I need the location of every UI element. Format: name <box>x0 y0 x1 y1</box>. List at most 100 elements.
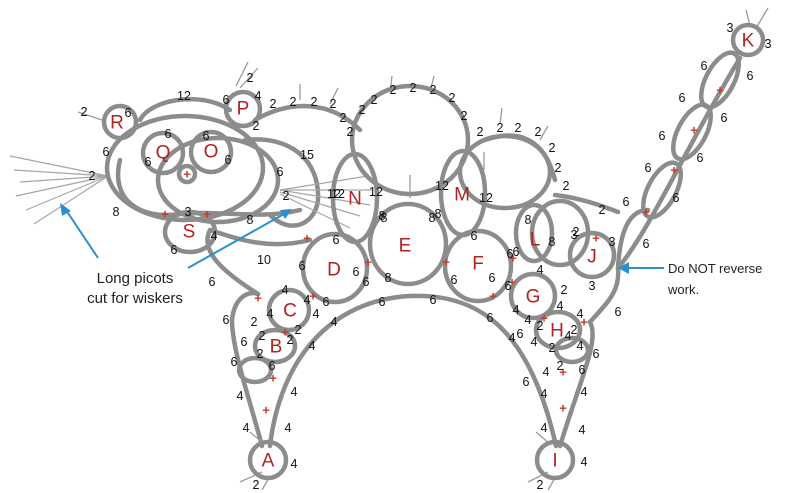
stitch-count: 6 <box>701 59 708 73</box>
ring-label-N: N <box>348 189 362 210</box>
stitch-count: 2 <box>259 329 266 343</box>
ring-label-M: M <box>454 185 470 206</box>
whisker <box>13 169 109 177</box>
ring-K <box>730 22 766 58</box>
ring-B <box>252 327 298 365</box>
stitch-count: 4 <box>541 421 548 435</box>
stitch-count: 6 <box>623 195 630 209</box>
join-mark: + <box>592 231 600 246</box>
ring-label-A: A <box>262 451 275 472</box>
ring-D <box>300 231 370 305</box>
ring-S <box>162 209 218 255</box>
stitch-count: 2 <box>515 121 522 135</box>
tail-chain-outer <box>615 55 743 271</box>
stitch-count: 6 <box>269 359 276 373</box>
join-mark: + <box>203 207 211 222</box>
whisker <box>15 175 109 197</box>
stitch-count: 4 <box>581 455 588 469</box>
back-ring <box>349 83 471 197</box>
join-mark: + <box>559 401 567 416</box>
stitch-count: 6 <box>209 275 216 289</box>
ring-label-E: E <box>399 236 412 257</box>
ring-G <box>508 271 558 321</box>
stitch-count: 2 <box>287 333 294 347</box>
front-leg-arch-inner <box>267 293 559 449</box>
stitch-count: 8 <box>247 213 254 227</box>
stitch-count: 6 <box>223 313 230 327</box>
join-mark: + <box>281 325 289 340</box>
join-mark: + <box>580 315 588 330</box>
stitch-count: 2 <box>537 319 544 333</box>
stitch-count: 6 <box>333 233 340 247</box>
ring-label-O: O <box>204 142 219 163</box>
join-mark: + <box>540 311 548 326</box>
head-chain-top <box>137 96 233 123</box>
stitch-count: 4 <box>525 313 532 327</box>
stitch-count: 8 <box>381 211 388 225</box>
ring-label-L: L <box>530 230 541 251</box>
stitch-count: 4 <box>255 89 262 103</box>
ring-label-G: G <box>526 287 541 308</box>
stitch-count: 4 <box>537 263 544 277</box>
whisker-note-line2: cut for wiskers <box>87 290 183 307</box>
stitch-count: 6 <box>165 127 172 141</box>
ring-label-Q: Q <box>156 143 171 164</box>
stitch-count: 12 <box>327 187 341 201</box>
nose-ring <box>176 163 198 185</box>
head-ring <box>104 113 266 223</box>
join-mark: + <box>161 207 169 222</box>
join-mark: + <box>690 123 698 138</box>
stitch-count: 4 <box>509 331 516 345</box>
stitch-count: 6 <box>721 111 728 125</box>
stitch-count: 6 <box>513 245 520 259</box>
stitch-count: 4 <box>285 421 292 435</box>
stitch-count: 2 <box>247 71 254 85</box>
stitch-count: 6 <box>299 259 306 273</box>
picot <box>329 87 339 105</box>
stitch-count: 6 <box>323 295 330 309</box>
stitch-count: 12 <box>331 187 345 201</box>
stitch-count: 2 <box>555 161 562 175</box>
ring-O <box>188 129 234 175</box>
stitch-count: 2 <box>497 121 504 135</box>
stitch-count: 3 <box>609 235 616 249</box>
stitch-count: 6 <box>523 375 530 389</box>
annotations: Long picots cut for wiskers Do NOT rever… <box>60 203 762 307</box>
stitch-count: 8 <box>113 205 120 219</box>
stitch-count: 2 <box>257 347 264 361</box>
ring-C <box>266 287 312 333</box>
ring-label-D: D <box>327 260 341 281</box>
ring-label-P: P <box>237 99 250 120</box>
stitch-count: 6 <box>505 279 512 293</box>
stitch-count: 6 <box>659 129 666 143</box>
stitch-count: 6 <box>430 293 437 307</box>
stitch-count: 3 <box>765 37 772 51</box>
rings <box>101 22 766 481</box>
stitch-count: 2 <box>340 111 347 125</box>
stitch-count: 4 <box>581 385 588 399</box>
stitch-count: 6 <box>489 271 496 285</box>
picot <box>239 67 259 89</box>
stitch-count: 2 <box>251 315 258 329</box>
chest-chain <box>205 227 261 297</box>
cheek-chain-15 <box>242 137 321 228</box>
stitch-count: 4 <box>291 457 298 471</box>
stitch-count: 3 <box>185 205 192 219</box>
stitch-count: 2 <box>599 203 606 217</box>
back-chain <box>252 103 363 133</box>
ring-R <box>101 103 139 141</box>
ring-Q <box>140 130 186 176</box>
stitch-count: 8 <box>429 211 436 225</box>
stitch-count: 2 <box>449 91 456 105</box>
stitch-count: 4 <box>313 307 320 321</box>
stitch-count: 2 <box>549 341 556 355</box>
join-mark: + <box>262 403 270 418</box>
join-mark: + <box>489 289 497 304</box>
join-mark: + <box>309 289 317 304</box>
stitch-count: 6 <box>471 229 478 243</box>
stitch-count: 6 <box>645 161 652 175</box>
arrowhead-icon <box>280 209 292 219</box>
whisker <box>279 175 369 191</box>
stitch-count: 4 <box>565 329 572 343</box>
stitch-count: 8 <box>549 235 556 249</box>
